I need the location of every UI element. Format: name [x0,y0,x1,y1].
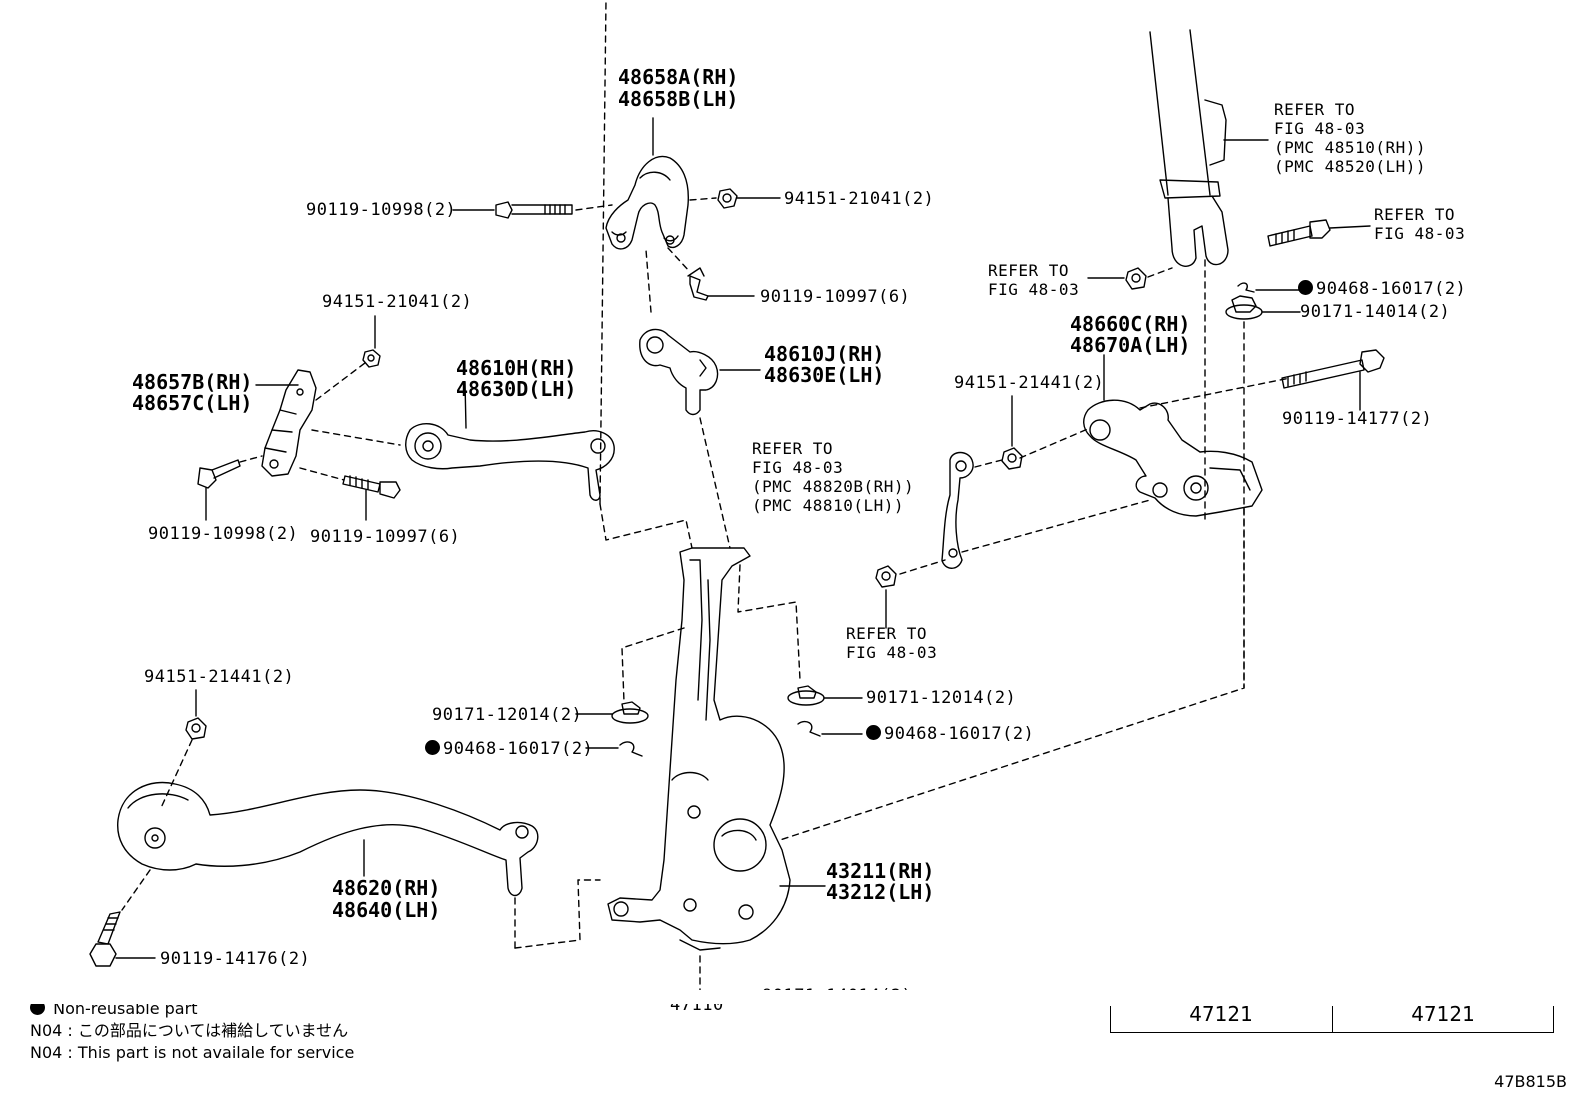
part-label-90119-10997-top: 90119-10997(6) [760,287,911,307]
lower-arm-48660c-drawing [779,354,1291,841]
part-number-90468-16017-left: 90468-16017(2) [443,739,594,759]
nut-94151-21041-top-drawing [689,188,781,209]
refer-line: (PMC 48810(LH)) [752,496,904,515]
figure-id: 47B815B [1494,1072,1567,1091]
lower-arm-48620-drawing [117,739,539,949]
part-label-48640: 48640(LH) [332,898,441,922]
nut-94151-21041-left-drawing [362,315,381,368]
refer-line: FIG 48-03 [752,458,844,477]
part-label-90171-14014-top: 90171-14014(2) [1300,302,1451,322]
part-label-48657c: 48657C(LH) [132,391,253,415]
upper-arm-48610h-drawing [405,0,693,549]
washer-90171-14014-top-drawing [1225,295,1301,689]
part-label-48630e: 48630E(LH) [764,363,885,387]
part-label-94151-21441-left: 94151-21441(2) [144,667,295,687]
bolt-90119-10998-top-drawing [452,201,613,219]
legend-notes: Non-reusable part N04 : この部品については補給していませ… [30,998,354,1064]
refer-line: (PMC 48820B(RH)) [752,477,915,496]
cropped-edge [0,990,1100,1004]
note-n04-japanese: N04 : この部品については補給していません [30,1021,349,1040]
bolt-90119-14177-drawing [1281,349,1385,411]
clip-90468-16017-right-drawing [797,720,863,737]
part-label-48610j: 48610J(RH) [764,342,885,366]
part-number-90468-16017-right: 90468-16017(2) [884,724,1035,744]
refer-block-bolt-right: REFER TO FIG 48-03 [1374,205,1465,243]
part-label-90171-12014-right: 90171-12014(2) [866,688,1017,708]
note-n04-english: N04 : This part is not availale for serv… [30,1043,355,1062]
refer-block-stabilizer: REFER TO FIG 48-03 (PMC 48820B(RH)) (PMC… [752,439,914,515]
part-label-94151-21041-left: 94151-21041(2) [322,292,473,312]
part-label-90468-16017-top: 90468-16017(2) [1298,279,1466,299]
refer-line: REFER TO [988,261,1070,280]
part-label-90468-16017-right: 90468-16017(2) [866,724,1034,744]
part-label-48660c: 48660C(RH) [1070,312,1191,336]
part-label-43212: 43212(LH) [826,880,935,904]
bolt-90119-10997-top-drawing [667,247,755,301]
table-divider [1332,1006,1333,1032]
illustration-number-table: 47121 47121 [1110,1000,1554,1033]
table-divider [1110,1006,1111,1032]
nut-94151-21441-right-drawing [1001,395,1023,470]
bolt-90119-10997-left-drawing [299,467,401,521]
refer-line: FIG 48-03 [1274,119,1366,138]
refer-block-nut-lower: REFER TO FIG 48-03 [846,624,937,662]
part-label-90468-16017-left: 90468-16017(2) [425,739,593,759]
table-cell-1: 47121 [1189,1002,1253,1026]
part-label-94151-21041-top: 94151-21041(2) [784,189,935,209]
part-label-90119-10998-left: 90119-10998(2) [148,524,299,544]
part-label-90119-10998-top: 90119-10998(2) [306,200,457,220]
shock-absorber-drawing [1149,29,1269,521]
part-label-48658a: 48658A(RH) [618,65,739,89]
table-divider [1553,1006,1554,1032]
part-label-48670a: 48670A(LH) [1070,333,1191,357]
part-label-90119-14177: 90119-14177(2) [1282,409,1433,429]
bracket-48657-drawing [255,362,401,477]
part-label-48630d: 48630D(LH) [456,377,577,401]
part-label-94151-21441-right: 94151-21441(2) [954,373,1105,393]
nut-94151-21441-left-drawing [185,689,207,740]
non-reusable-bullet-icon [1298,280,1313,295]
refer-line: FIG 48-03 [988,280,1080,299]
part-label-48620: 48620(RH) [332,876,441,900]
bolt-90119-14176-drawing [89,911,156,967]
bolt-90119-10998-left-drawing [197,455,263,521]
part-number-90468-16017-top: 90468-16017(2) [1316,279,1467,299]
clip-90468-16017-top-drawing [1237,282,1301,293]
non-reusable-bullet-icon [866,725,881,740]
refer-line: REFER TO [846,624,928,643]
part-label-48610h: 48610H(RH) [456,356,577,380]
part-label-43211: 43211(RH) [826,859,935,883]
non-reusable-bullet-icon [425,740,440,755]
refer-line: (PMC 48510(RH)) [1274,138,1426,157]
steering-knuckle-drawing [514,547,826,991]
washer-90171-12014-left-drawing [575,701,649,724]
refer-line: FIG 48-03 [846,643,938,662]
nut-refer-left-drawing [1087,267,1173,290]
table-cell-2: 47121 [1411,1002,1475,1026]
refer-block-nut-left: REFER TO FIG 48-03 [988,261,1079,299]
part-label-90171-12014-left: 90171-12014(2) [432,705,583,725]
refer-line: REFER TO [1274,100,1356,119]
part-label-48657b: 48657B(RH) [132,370,253,394]
refer-line: (PMC 48520(LH)) [1274,157,1426,176]
part-label-48658b: 48658B(LH) [618,87,739,111]
clip-90468-16017-left-drawing [585,741,643,757]
upper-arm-bracket-drawing [605,117,689,250]
refer-line: REFER TO [1374,205,1456,224]
nut-refer-lower-drawing [875,565,897,629]
part-label-90119-14176: 90119-14176(2) [160,949,311,969]
part-label-90119-10997-left: 90119-10997(6) [310,527,461,547]
upper-arm-48610j-drawing [639,249,761,549]
washer-90171-12014-right-drawing [787,685,863,706]
refer-line: REFER TO [752,439,834,458]
refer-block-shock: REFER TO FIG 48-03 (PMC 48510(RH)) (PMC … [1274,100,1426,176]
stabilizer-link-drawing [899,451,1151,575]
refer-line: FIG 48-03 [1374,224,1466,243]
bolt-refer-right-drawing [1267,219,1371,247]
